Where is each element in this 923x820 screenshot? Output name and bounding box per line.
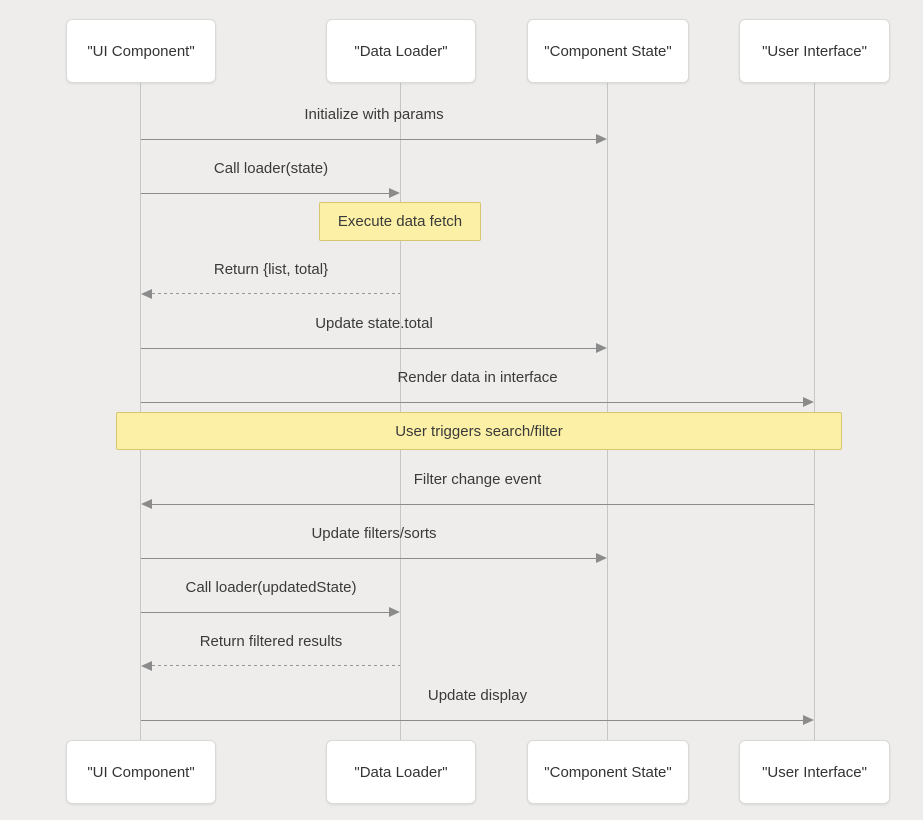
arrowhead-right-icon: [596, 343, 607, 353]
arrowhead-right-icon: [596, 134, 607, 144]
note-execute-data-fetch: Execute data fetch: [319, 202, 481, 241]
message-label: Update state.total: [315, 315, 433, 332]
arrowhead-right-icon: [803, 715, 814, 725]
message-line: [152, 665, 400, 667]
participant-label: "Data Loader": [354, 763, 448, 781]
participant-top-data-loader: "Data Loader": [326, 19, 476, 83]
arrowhead-right-icon: [389, 607, 400, 617]
participant-bottom-data-loader: "Data Loader": [326, 740, 476, 804]
participant-label: "User Interface": [762, 763, 867, 781]
participant-top-ui-component: "UI Component": [66, 19, 216, 83]
arrowhead-right-icon: [596, 553, 607, 563]
arrowhead-right-icon: [389, 188, 400, 198]
participant-bottom-component-state: "Component State": [527, 740, 689, 804]
message-label: Update display: [427, 687, 528, 704]
message-label: Return {list, total}: [213, 261, 329, 278]
message-line: [141, 139, 597, 140]
arrowhead-right-icon: [803, 397, 814, 407]
arrowhead-left-icon: [141, 499, 152, 509]
participant-label: "User Interface": [762, 42, 867, 60]
message-label: Filter change event: [413, 471, 542, 488]
arrowhead-left-icon: [141, 289, 152, 299]
message-label: Update filters/sorts: [311, 525, 437, 542]
note-label: Execute data fetch: [337, 213, 463, 230]
participant-label: "Component State": [544, 763, 672, 781]
message-line: [141, 193, 390, 194]
note-label: User triggers search/filter: [395, 422, 563, 440]
message-line: [141, 348, 597, 349]
participant-bottom-user-interface: "User Interface": [739, 740, 890, 804]
participant-label: "Component State": [544, 42, 672, 60]
message-line: [141, 558, 597, 559]
message-label: Call loader(state): [213, 160, 329, 177]
note-user-triggers-search-filter: User triggers search/filter: [116, 412, 842, 450]
participant-bottom-ui-component: "UI Component": [66, 740, 216, 804]
message-line: [152, 293, 400, 295]
message-line: [141, 612, 390, 613]
participant-label: "UI Component": [87, 763, 195, 781]
message-label: Render data in interface: [397, 369, 558, 386]
message-label: Return filtered results: [199, 633, 343, 650]
participant-top-user-interface: "User Interface": [739, 19, 890, 83]
message-line: [141, 720, 804, 721]
participant-label: "UI Component": [87, 42, 195, 60]
message-line: [152, 504, 814, 505]
message-label: Initialize with params: [304, 106, 444, 123]
participant-label: "Data Loader": [354, 42, 448, 60]
participant-top-component-state: "Component State": [527, 19, 689, 83]
message-line: [141, 402, 804, 403]
message-label: Call loader(updatedState): [185, 579, 357, 596]
arrowhead-left-icon: [141, 661, 152, 671]
